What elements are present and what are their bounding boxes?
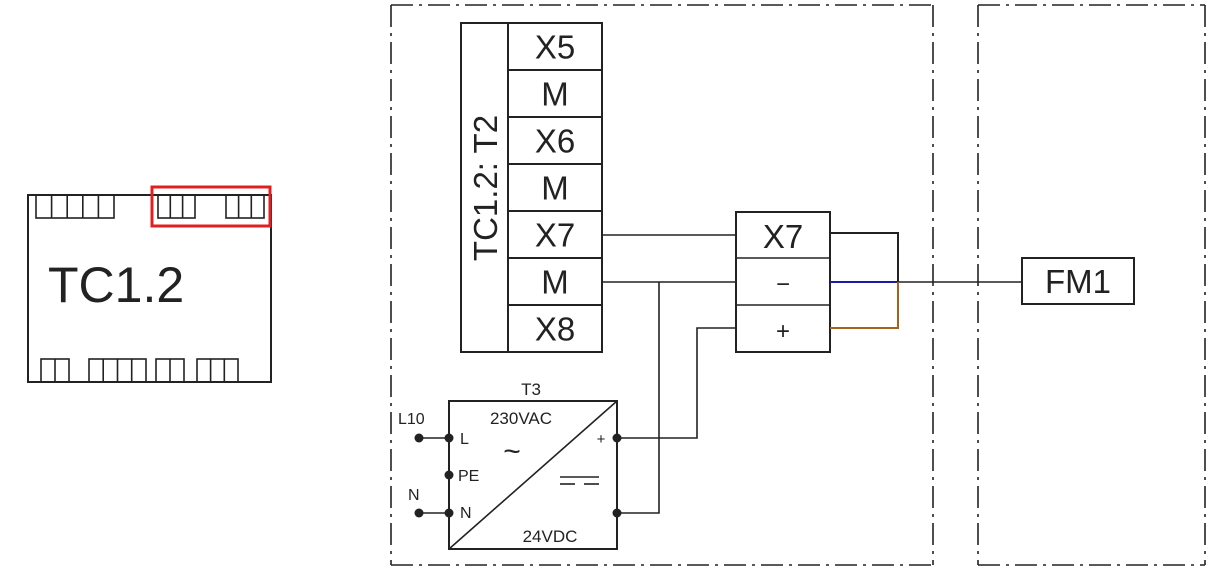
enclosure-right [977,4,1206,566]
terminal-block-label: TC1.2: T2 [467,115,504,261]
power-supply-input: 230VAC [490,409,552,428]
power-supply-pins [444,433,622,518]
power-supply: T3 230VAC 24VDC ~ L PE N + L1 [398,380,622,550]
supply-line-label: L10 [398,411,425,428]
terminal-x5-0: X5 [535,29,575,66]
wire-black [830,232,899,282]
enclosure-left [390,4,934,566]
terminal-m-3: M [541,170,569,207]
terminal-m-5: M [541,264,569,301]
controller-top-connectors [35,194,265,219]
controller-outline [27,194,272,383]
wires [602,234,1022,514]
supply-terminals [414,433,424,518]
power-supply-designator: T3 [521,380,541,399]
supply-neutral-label: N [408,487,420,504]
highlight-box [150,185,272,228]
terminal-box-plus: + [776,318,790,345]
terminal-box: X7 − + [735,211,831,353]
terminal-block-outline [460,22,603,353]
device-outline [1021,257,1135,305]
dc-symbol [560,476,599,485]
colored-wires [830,232,899,329]
terminal-x6-2: X6 [535,123,575,160]
device-label: FM1 [1045,263,1111,300]
terminal-x8-6: X8 [535,311,575,348]
controller-board: TC1.2 [27,185,272,383]
ac-symbol: ~ [503,435,521,468]
wire-brown [830,282,899,329]
pin-pe-label: PE [458,468,479,485]
terminal-box-x7: X7 [763,218,803,255]
pin-l-label: L [460,431,469,448]
pin-plus-label: + [597,431,606,448]
terminal-x7-4: X7 [535,217,575,254]
terminal-box-minus: − [776,271,790,298]
pin-n-label: N [460,505,472,522]
terminal-m-1: M [541,76,569,113]
device-fm1: FM1 [1021,257,1135,305]
supply-leads [419,437,449,514]
controller-label: TC1.2 [48,257,184,313]
controller-bottom-connectors [40,358,239,383]
power-supply-output: 24VDC [523,527,578,546]
